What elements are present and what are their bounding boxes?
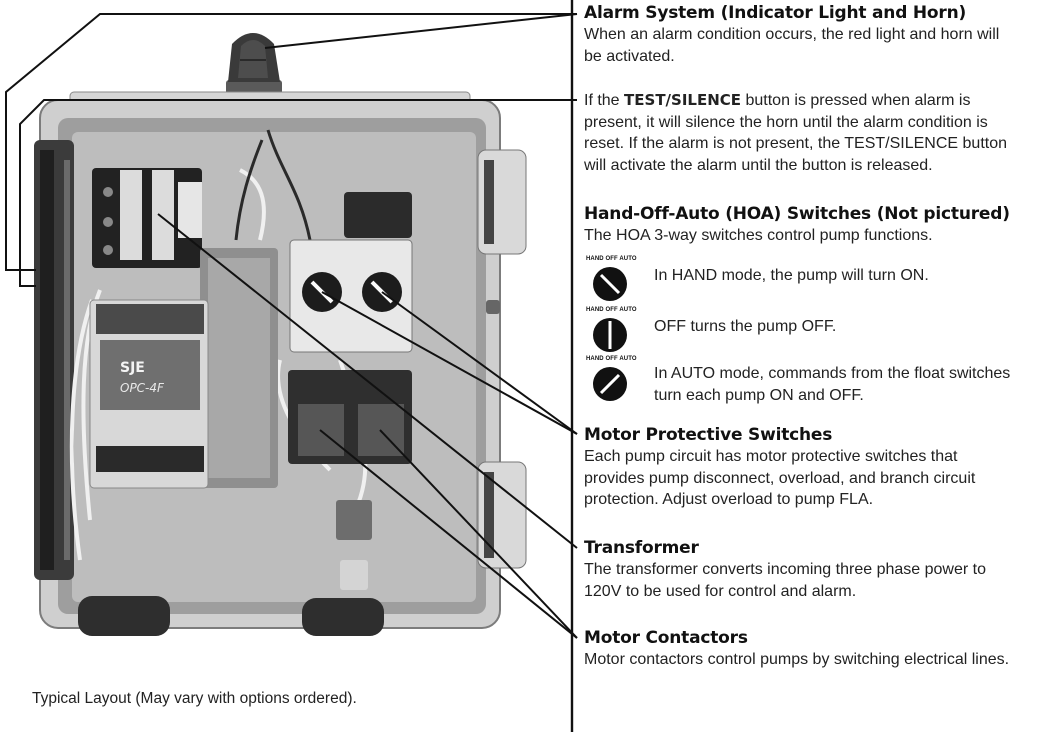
motor-protective-heading: Motor Protective Switches bbox=[584, 425, 833, 445]
motor-protective-line-1: Each pump circuit has motor protective s… bbox=[584, 448, 958, 465]
motor-protective-line-3: protection. Adjust overload to pump FLA. bbox=[584, 491, 874, 508]
test-silence-line-2: present, it will silence the horn until … bbox=[584, 113, 988, 131]
brand-logo: SJE bbox=[120, 360, 145, 376]
hoa-mode-auto: HAND OFF AUTO In AUTO mode, commands fro… bbox=[584, 356, 1063, 408]
motor-contactors-heading: Motor Contactors bbox=[584, 628, 748, 648]
motor-contactors-line-1: Motor contactors control pumps by switch… bbox=[584, 651, 1010, 668]
transformer-heading: Transformer bbox=[584, 538, 699, 558]
description-panel: Alarm System (Indicator Light and Horn) … bbox=[584, 0, 1063, 732]
section-transformer: Transformer The transformer converts inc… bbox=[584, 537, 1063, 602]
test-silence-line-4: will activate the alarm until the button… bbox=[584, 156, 933, 174]
hoa-off-text: OFF turns the pump OFF. bbox=[654, 318, 837, 335]
motor-protective-line-2: provides pump disconnect, overload, and … bbox=[584, 469, 976, 487]
hoa-auto-text-1: In AUTO mode, commands from the float sw… bbox=[654, 365, 1011, 382]
section-alarm-system: Alarm System (Indicator Light and Horn) … bbox=[584, 2, 1063, 67]
hoa-knob-hand: HAND OFF AUTO bbox=[584, 256, 640, 308]
test-silence-line-3: reset. If the alarm is not present, the … bbox=[584, 135, 1008, 152]
test-silence-line-1: If the TEST/SILENCE button is pressed wh… bbox=[584, 90, 1063, 112]
hoa-line-1: The HOA 3-way switches control pump func… bbox=[584, 227, 933, 244]
hoa-heading: Hand-Off-Auto (HOA) Switches (Not pictur… bbox=[584, 204, 1010, 224]
section-test-silence: If the TEST/SILENCE button is pressed wh… bbox=[584, 90, 1063, 176]
pump-controller: SJE OPC-4F bbox=[89, 299, 209, 489]
section-hoa-switches: Hand-Off-Auto (HOA) Switches (Not pictur… bbox=[584, 203, 1063, 247]
latch-top bbox=[477, 149, 527, 255]
test-silence-prefix: If the bbox=[584, 92, 625, 109]
hoa-knob-off: HAND OFF AUTO bbox=[584, 307, 640, 359]
knob-label: HAND OFF AUTO bbox=[586, 356, 637, 362]
test-silence-bold: TEST/SILENCE bbox=[624, 91, 742, 109]
transformer bbox=[200, 248, 278, 488]
door-hinge-side bbox=[34, 140, 74, 580]
hoa-hand-text: In HAND mode, the pump will turn ON. bbox=[654, 267, 929, 284]
knob-label: HAND OFF AUTO bbox=[586, 307, 637, 313]
hoa-auto-text-2: turn each pump ON and OFF. bbox=[654, 387, 864, 404]
motor-contactors bbox=[288, 370, 412, 464]
hoa-mode-off: HAND OFF AUTO OFF turns the pump OFF. bbox=[584, 307, 1063, 359]
section-motor-protective: Motor Protective Switches Each pump circ… bbox=[584, 424, 1063, 511]
selector-knob-icon bbox=[593, 318, 627, 352]
selector-knob-icon bbox=[593, 367, 627, 401]
alarm-line-1: When an alarm condition occurs, the red … bbox=[584, 26, 1000, 43]
figure-caption: Typical Layout (May vary with options or… bbox=[32, 690, 357, 707]
alarm-heading: Alarm System (Indicator Light and Horn) bbox=[584, 3, 967, 23]
transformer-line-2: 120V to be used for control and alarm. bbox=[584, 582, 857, 600]
alarm-line-2: be activated. bbox=[584, 47, 675, 65]
hoa-mode-hand: HAND OFF AUTO In HAND mode, the pump wil… bbox=[584, 256, 1063, 308]
selector-knob-icon bbox=[593, 267, 627, 301]
fuse-block bbox=[92, 168, 202, 268]
section-motor-contactors: Motor Contactors Motor contactors contro… bbox=[584, 627, 1063, 671]
transformer-line-1: The transformer converts incoming three … bbox=[584, 561, 986, 578]
alarm-beacon bbox=[226, 33, 282, 100]
latch-bottom bbox=[477, 461, 527, 569]
control-panel-photo: SJE OPC-4F bbox=[34, 33, 527, 636]
knob-label: HAND OFF AUTO bbox=[586, 256, 637, 262]
hoa-knob-auto: HAND OFF AUTO bbox=[584, 356, 640, 408]
test-silence-rest: button is pressed when alarm is bbox=[741, 92, 971, 109]
model-logo: OPC-4F bbox=[120, 381, 165, 395]
